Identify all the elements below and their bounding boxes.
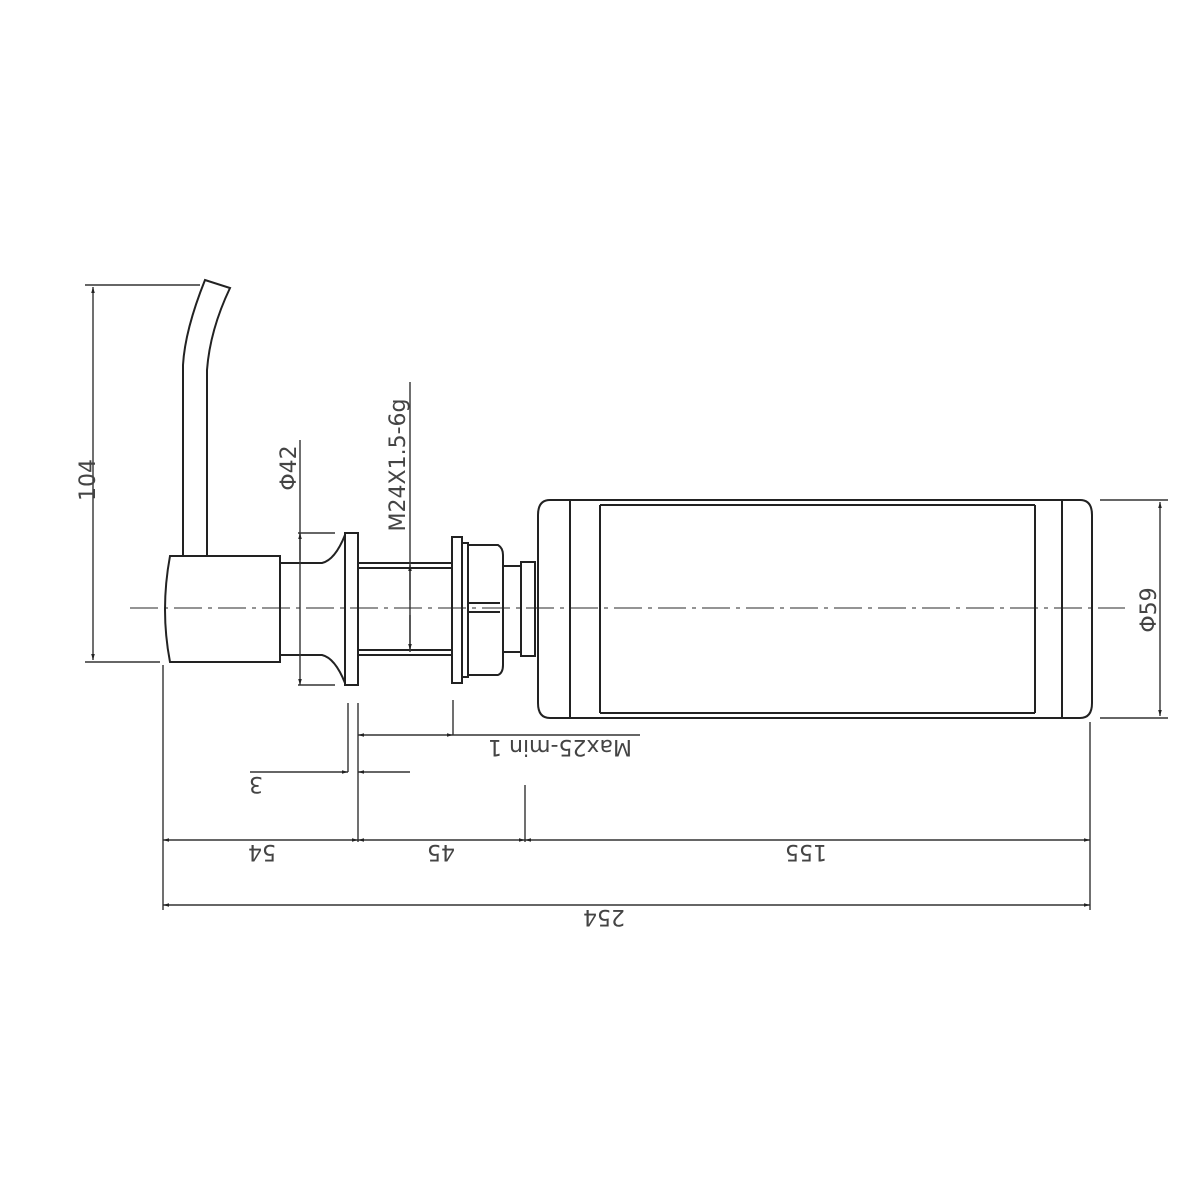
thread-tube [358,562,453,656]
collar [502,565,522,653]
dim-max25: Max25-min 1 [488,734,632,759]
dim-54: 54 [248,839,276,864]
dim-45: 45 [427,839,455,864]
dim-3: 3 [249,771,263,796]
dim-thread: M24X1.5-6g [386,399,411,532]
dim-155: 155 [785,839,827,864]
dim-254: 254 [583,904,625,929]
bottle [537,499,1093,719]
nut [451,536,504,684]
flange [344,532,359,686]
spout [182,278,232,556]
neck [280,534,346,684]
dim-104: 104 [76,459,101,501]
collar-ring [520,561,536,657]
pump-head [164,555,281,663]
dim-phi42: Φ42 [277,445,302,490]
dimension-lines [85,284,1168,910]
dim-phi59: Φ59 [1137,587,1162,632]
